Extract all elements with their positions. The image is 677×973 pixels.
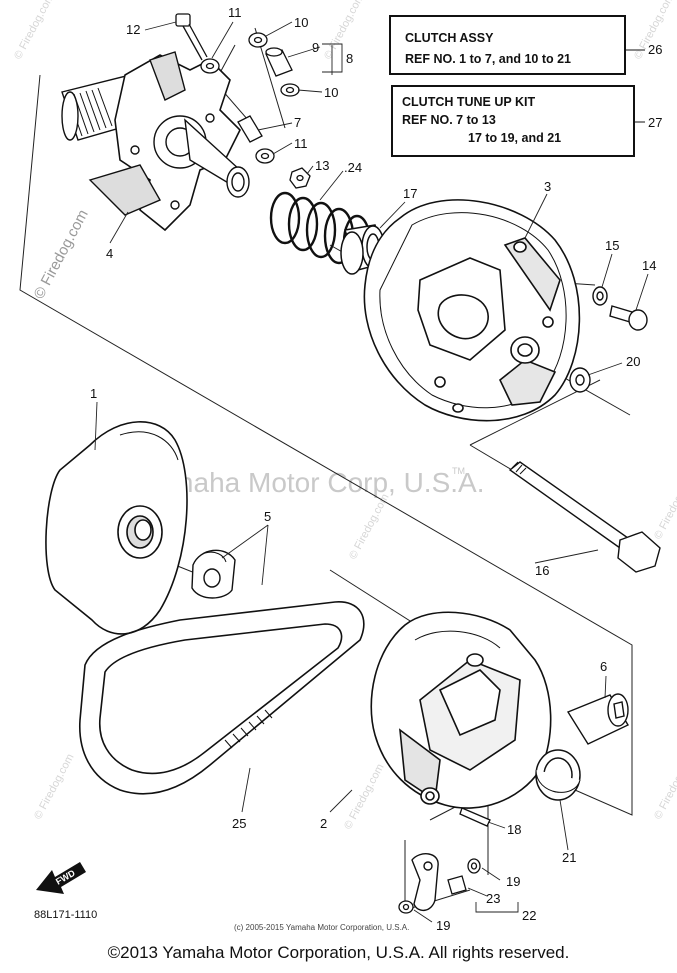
fine-copyright: (c) 2005-2015 Yamaha Motor Corporation, … [234,923,409,932]
part-18-pin [459,807,491,827]
part-25-drive-belt [79,601,365,795]
callout-15: 15 [605,238,619,253]
callout-3: 3 [544,179,551,194]
callout-17: 17 [403,186,417,201]
firedog-watermark-tl: © Firedog.com [12,0,57,61]
callout-10-bottom: 10 [324,85,338,100]
callout-20: 20 [626,354,640,369]
clutch-exploded-diagram: Yamaha Motor Corp, U.S.A. TM © Firedog.c… [12,0,677,933]
leader-lines [94,21,649,923]
tm-watermark: TM [452,466,465,476]
firedog-watermark-br: © Firedog.com [652,752,677,821]
part-code: 88L171-1110 [34,909,97,921]
callout-7: 7 [294,115,301,130]
callout-5: 5 [264,509,271,524]
part-17-bushing [340,224,389,275]
firedog-watermark-mid: © Firedog.com [347,492,392,561]
clutch-assy-ref: REF NO. 1 to 7, and 10 to 21 [405,52,571,66]
callout-16: 16 [535,563,549,578]
part-19-washer-lower [398,900,414,914]
tune-up-kit-ref-1: REF NO. 7 to 13 [402,113,496,127]
callout-9: 9 [312,40,319,55]
tune-up-kit-box: CLUTCH TUNE UP KIT REF NO. 7 to 13 17 to… [391,85,645,157]
callout-10-top: 10 [294,15,308,30]
bracket-8 [322,43,343,73]
firedog-watermark-left: © Firedog.com [31,207,92,302]
callout-27: 27 [648,115,662,130]
part-2-moveable-body [370,611,552,809]
firedog-watermark-top: © Firedog.com [322,0,367,61]
part-9-bushing [265,47,293,77]
callout-1: 1 [90,386,97,401]
part-11-washer-top [200,58,220,74]
callout-11-top: 11 [228,5,242,20]
callout-6: 6 [600,659,607,674]
callout-19-upper: 19 [506,874,520,889]
callout-11-bottom: 11 [294,136,308,151]
part-23-roller-pin [447,875,467,895]
callout-4: 4 [106,246,113,261]
part-4-fixed-sheave-shaft [61,51,250,232]
clutch-assy-box: CLUTCH ASSY REF NO. 1 to 7, and 10 to 21 [389,15,645,75]
clutch-assy-title: CLUTCH ASSY [405,31,494,45]
part-19-washer-upper [467,858,481,874]
part-1-sheave [45,421,188,635]
part-21-bushing [535,749,581,801]
part-6-sleeve [566,693,629,745]
firedog-watermark-bm: © Firedog.com [342,762,387,831]
callout-19-lower: 19 [436,918,450,933]
firedog-watermark-mr: © Firedog.com [652,472,677,541]
tune-up-kit-title: CLUTCH TUNE UP KIT [402,95,535,109]
footer-copyright: ©2013 Yamaha Motor Corporation, U.S.A. A… [107,943,570,962]
callout-21: 21 [562,850,576,865]
callout-25: 25 [232,816,246,831]
part-14-bolt [609,305,648,331]
yamaha-watermark: Yamaha Motor Corp, U.S.A. [138,467,485,498]
part-13-nut [289,167,311,189]
part-10-washer-top [248,32,268,48]
part-7-pin [237,115,263,143]
callout-8: 8 [346,51,353,66]
callout-24: .24 [344,160,362,175]
forward-arrow-icon: FWD [36,862,86,894]
part-3-clutch-cover [363,199,581,422]
callout-22: 22 [522,908,536,923]
tune-up-kit-ref-2: 17 to 19, and 21 [468,131,561,145]
part-22-weight-arm [411,853,439,911]
part-16-long-bolt [508,461,661,573]
callout-12: 12 [126,22,140,37]
callout-14: 14 [642,258,656,273]
part-5-rollers [191,549,236,599]
part-12-bolt [175,13,208,61]
callout-2: 2 [320,816,327,831]
callout-18: 18 [507,822,521,837]
bracket-22 [475,902,519,913]
firedog-watermark-bl: © Firedog.com [32,752,77,821]
callout-26: 26 [648,42,662,57]
callout-13: 13 [315,158,329,173]
part-20-washer [569,367,591,393]
callout-numbers: 12 11 10 9 8 10 7 11 13 .24 17 3 26 27 4… [90,5,662,933]
part-15-lock-washer [592,286,608,306]
callout-23: 23 [486,891,500,906]
part-11-washer-bottom [255,148,275,164]
part-10-washer-bottom [280,83,300,97]
